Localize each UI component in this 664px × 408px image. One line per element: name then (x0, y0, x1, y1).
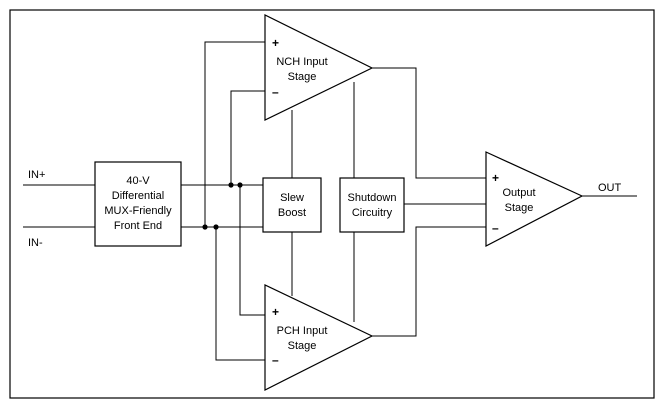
junction-dot (237, 182, 243, 188)
front-end-line4: Front End (114, 220, 162, 232)
junction-dot (228, 182, 234, 188)
nch-plus-sign: + (272, 36, 279, 50)
junctions (202, 182, 243, 230)
in-minus-label: IN- (28, 237, 43, 249)
front-end-line2: Differential (112, 190, 164, 202)
pch-label-line1: PCH Input (277, 325, 328, 337)
output-stage-line1: Output (502, 187, 535, 199)
pch-label-line2: Stage (288, 340, 317, 352)
junction-dot (213, 224, 219, 230)
wire-pch-plus (239, 185, 265, 316)
front-end-line1: 40-V (126, 175, 150, 187)
shutdown-block: Shutdown Circuitry (339, 177, 405, 233)
wire-pch-out (372, 226, 486, 337)
wire-nch-out (372, 67, 486, 179)
slew-boost-line2: Boost (278, 207, 306, 219)
junction-dot (202, 224, 208, 230)
slew-boost-line1: Slew (280, 192, 304, 204)
nch-label-line2: Stage (288, 71, 317, 83)
out-label: OUT (598, 182, 622, 194)
nch-minus-sign: – (272, 85, 279, 99)
front-end-line3: MUX-Friendly (104, 205, 172, 217)
front-end-block: 40-V Differential MUX-Friendly Front End (94, 161, 182, 247)
output-minus-sign: – (492, 221, 499, 235)
pch-input-stage: + – PCH Input Stage (264, 284, 374, 391)
nch-label-line1: NCH Input (276, 56, 327, 68)
shutdown-line1: Shutdown (348, 192, 397, 204)
output-stage-line2: Stage (505, 202, 534, 214)
slew-boost-block: Slew Boost (262, 177, 322, 233)
output-plus-sign: + (492, 171, 499, 185)
nch-input-stage: + – NCH Input Stage (264, 14, 374, 121)
wires (23, 41, 637, 361)
wire-nch-minus (230, 90, 265, 185)
diagram-frame (9, 9, 655, 399)
output-stage: + – Output Stage (485, 151, 584, 247)
wire-nch-plus (204, 41, 265, 227)
pch-minus-sign: – (272, 353, 279, 367)
shutdown-line2: Circuitry (352, 207, 393, 219)
pch-plus-sign: + (272, 305, 279, 319)
in-plus-label: IN+ (28, 169, 45, 181)
wire-pch-minus (215, 227, 265, 361)
